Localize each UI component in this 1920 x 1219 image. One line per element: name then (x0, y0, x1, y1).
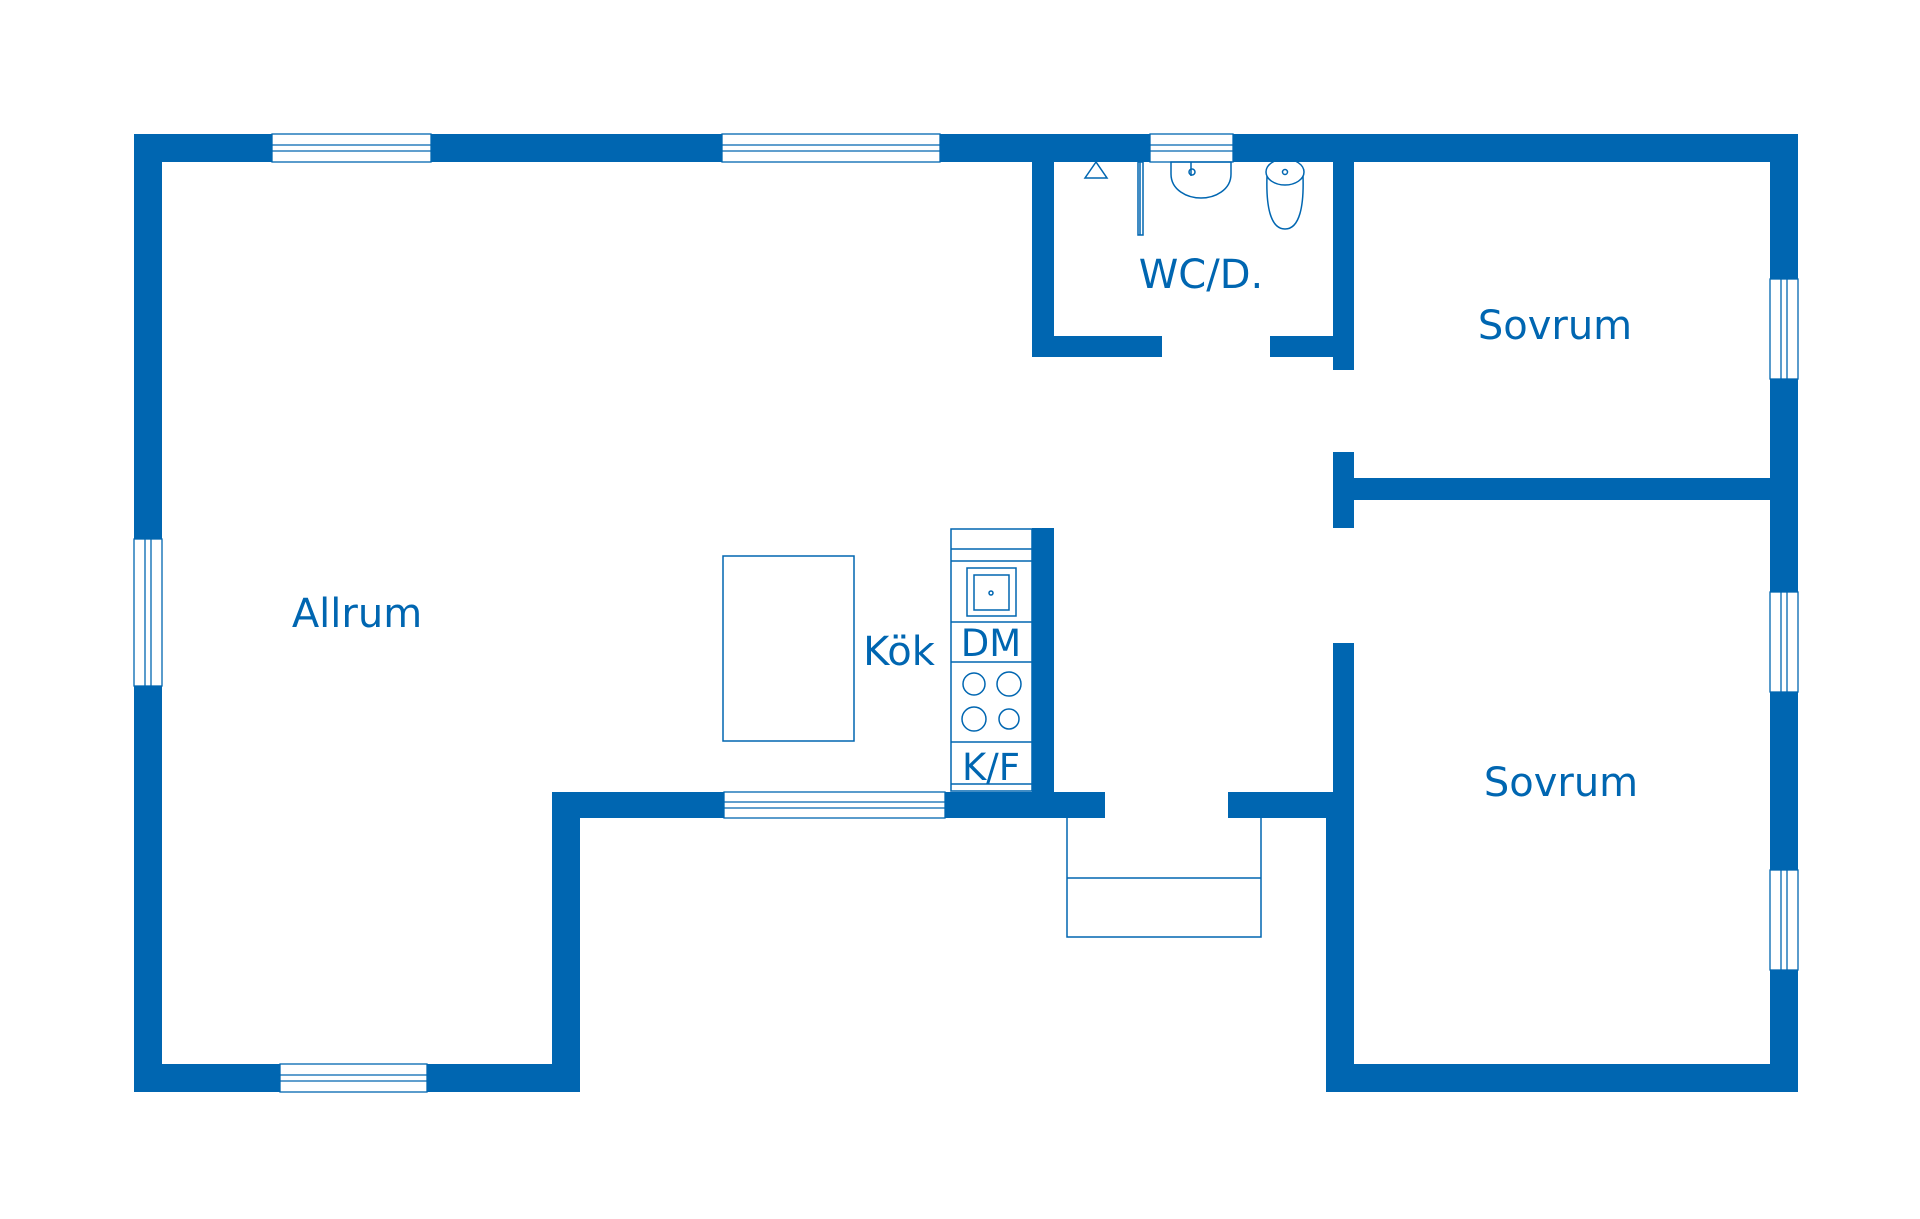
sink-icon (1170, 161, 1232, 199)
window-top-2 (721, 133, 941, 163)
toilet-icon (1265, 158, 1305, 230)
window-bottom-left (279, 1063, 428, 1093)
stove-icon (961, 671, 1022, 732)
window-bedroom2-right-lower (1769, 869, 1799, 971)
wall-bottom-right (1326, 1064, 1798, 1092)
window-wc (1149, 133, 1234, 163)
room-label-sovrum-top: Sovrum (1478, 303, 1632, 349)
wall-kitchen (1032, 528, 1054, 818)
shower-screen-edge (1137, 161, 1144, 236)
kitchen-sink-basin (973, 574, 1010, 611)
kitchen-sink (966, 567, 1017, 617)
windows (133, 133, 1799, 1093)
shower-drain-icon (1083, 160, 1109, 179)
entrance-steps (1066, 818, 1262, 938)
room-label-allrum: Allrum (292, 591, 422, 637)
bathroom-fixtures (1083, 158, 1305, 236)
wall-bedroom2-left (1326, 792, 1354, 1092)
wall-bedroom-divider (1333, 478, 1798, 500)
sink-drain (1188, 168, 1196, 176)
wall-wc-bottom-right (1270, 336, 1354, 357)
window-top-1 (271, 133, 432, 163)
dishwasher-label: DM (961, 622, 1021, 665)
window-kitchen-bottom (723, 791, 946, 819)
wall-wc-bottom-left (1032, 336, 1162, 357)
window-bedroom2-right-upper (1769, 591, 1799, 693)
window-bedroom1-right (1769, 278, 1799, 380)
wall-entry-right-stub (1228, 792, 1333, 818)
window-left (133, 538, 163, 687)
kitchen-counter (950, 528, 1033, 792)
kitchen-sink-drain (988, 590, 994, 596)
kitchen-island (722, 555, 855, 742)
room-label-sovrum-bottom: Sovrum (1484, 760, 1638, 806)
wall-bedroom1-left (1333, 150, 1354, 370)
wall-notch-vertical (552, 792, 580, 1092)
room-label-kok: Kök (863, 629, 936, 675)
fridge-freezer-label: K/F (962, 746, 1020, 789)
room-label-wc: WC/D. (1139, 252, 1263, 298)
wall-wc-left (1032, 150, 1054, 357)
wall-bedroom2-left-upper (1333, 643, 1354, 803)
room-labels: Allrum Kök WC/D. Sovrum Sovrum DM K/F (292, 252, 1638, 806)
kitchen-fixtures (722, 528, 1033, 792)
